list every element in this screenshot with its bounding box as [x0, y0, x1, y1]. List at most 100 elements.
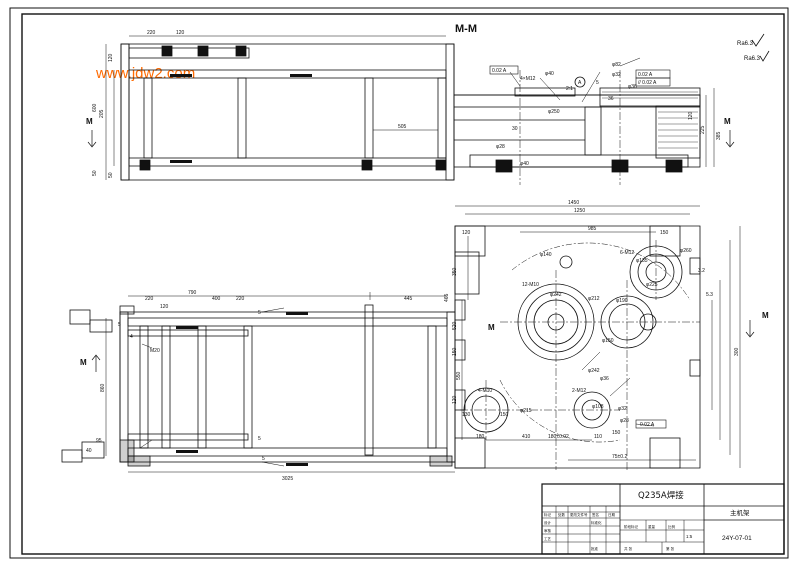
svg-text:比例: 比例 [668, 524, 676, 529]
svg-text:225: 225 [700, 125, 706, 134]
title-block [541, 483, 785, 555]
section-mark-left-plan: M M [80, 323, 495, 372]
svg-text:180: 180 [476, 434, 485, 440]
svg-text:φ108: φ108 [592, 404, 604, 410]
svg-text:重量: 重量 [648, 524, 656, 529]
svg-text:0.02 A: 0.02 A [638, 72, 653, 78]
svg-text:120: 120 [462, 230, 471, 236]
roughness-mark: Ra6.3 Ra6.3 [737, 33, 770, 62]
svg-text:φ82: φ82 [612, 62, 621, 68]
section-mark-left-top: M [86, 117, 97, 148]
svg-text:350: 350 [452, 267, 458, 276]
svg-text:5.3: 5.3 [706, 292, 713, 298]
svg-text:5: 5 [258, 310, 261, 316]
section-view-mm [105, 35, 715, 185]
svg-text:M: M [86, 117, 93, 126]
svg-text:A: A [578, 80, 582, 86]
svg-text:150: 150 [660, 230, 669, 236]
svg-text:3025: 3025 [282, 476, 293, 482]
section-view-labels: 220 120 205 505 600 50 120 120 50 225 38… [92, 30, 722, 178]
svg-text:M: M [724, 117, 731, 126]
svg-text:5: 5 [596, 80, 599, 86]
svg-text:第 张: 第 张 [666, 546, 675, 551]
section-mark-right-plan: M [745, 311, 769, 338]
svg-text:φ40: φ40 [520, 161, 529, 167]
svg-text:φ28: φ28 [496, 144, 505, 150]
svg-text:φ242: φ242 [550, 292, 562, 298]
svg-text:790: 790 [188, 290, 197, 296]
svg-text:日期: 日期 [608, 512, 616, 517]
svg-text:110: 110 [594, 434, 602, 440]
svg-text:M: M [80, 358, 87, 367]
svg-text:300: 300 [734, 347, 740, 356]
drawing-name: 主机架 [730, 508, 750, 517]
svg-text:150: 150 [612, 430, 621, 436]
svg-text:φ215: φ215 [520, 408, 532, 414]
svg-text:50: 50 [92, 170, 98, 176]
plan-view-labels: 220 120 790 400 220 445 1450 1250 985 12… [86, 200, 740, 482]
watermark: www.jdw2.com [95, 65, 195, 82]
svg-text:φ212: φ212 [588, 296, 600, 302]
svg-text:0.02 A: 0.02 A [640, 422, 655, 428]
outer-border [9, 7, 789, 559]
svg-text:φ260: φ260 [680, 248, 692, 254]
svg-text:φ150: φ150 [602, 338, 614, 344]
svg-text:M20: M20 [150, 348, 160, 354]
svg-text:550: 550 [456, 371, 462, 380]
svg-text:220: 220 [145, 296, 154, 302]
svg-text:40: 40 [86, 448, 92, 454]
svg-text:220: 220 [147, 30, 156, 36]
svg-text:Ra6.3: Ra6.3 [737, 41, 754, 47]
svg-text:12-M10: 12-M10 [522, 282, 539, 288]
svg-text:220: 220 [236, 296, 245, 302]
title-block-text: Q235A焊接 主机架 24Y-07-01 标记 处数 更改文件号 签名 日期 … [544, 490, 752, 551]
svg-text:φ225: φ225 [646, 282, 658, 288]
svg-text:φ28: φ28 [620, 418, 629, 424]
svg-text:φ40: φ40 [545, 71, 554, 77]
svg-text:φ140: φ140 [540, 252, 552, 258]
svg-text:M: M [762, 311, 769, 320]
svg-text:130: 130 [462, 412, 471, 418]
svg-text:标记: 标记 [544, 512, 552, 517]
svg-text:M: M [488, 323, 495, 332]
svg-text:505: 505 [398, 124, 407, 130]
svg-text:工艺: 工艺 [544, 536, 552, 541]
plan-view [61, 205, 741, 473]
svg-text:95: 95 [96, 438, 102, 444]
svg-text:860: 860 [100, 383, 106, 392]
svg-text:205: 205 [99, 109, 105, 118]
svg-text:180±0.02: 180±0.02 [548, 434, 569, 440]
svg-text:36: 36 [608, 96, 614, 102]
svg-text:φ190: φ190 [616, 298, 628, 304]
svg-text:30: 30 [512, 126, 518, 132]
section-mark-right-top: M [724, 117, 735, 148]
svg-text:5: 5 [118, 322, 121, 328]
svg-text:// 0.02 A: // 0.02 A [638, 80, 657, 86]
svg-text:410: 410 [522, 434, 531, 440]
svg-text:标准化: 标准化 [591, 520, 602, 525]
svg-text:5: 5 [262, 456, 265, 462]
svg-text:Ra6.3: Ra6.3 [744, 56, 761, 62]
plan-view-member-labels [170, 74, 312, 466]
svg-text:5: 5 [258, 436, 261, 442]
svg-text:6-M12: 6-M12 [620, 250, 634, 256]
svg-text:φ250: φ250 [548, 109, 560, 115]
svg-text:985: 985 [588, 226, 597, 232]
svg-text:φ36: φ36 [628, 84, 637, 90]
svg-text:75±0.2: 75±0.2 [612, 454, 627, 460]
svg-text:1450: 1450 [568, 200, 579, 206]
svg-text:4: 4 [130, 334, 133, 340]
svg-text:120: 120 [176, 30, 185, 36]
svg-text:120: 120 [452, 395, 458, 404]
svg-text:2:1: 2:1 [566, 86, 573, 92]
svg-text:设计: 设计 [544, 520, 552, 525]
svg-text:150: 150 [452, 347, 458, 356]
svg-text:445: 445 [404, 296, 413, 302]
svg-text:φ32: φ32 [618, 406, 627, 412]
svg-text:1250: 1250 [574, 208, 585, 214]
svg-text:385: 385 [716, 131, 722, 140]
svg-text:审核: 审核 [544, 528, 552, 533]
svg-text:1:5: 1:5 [686, 534, 693, 539]
svg-text:签名: 签名 [592, 512, 599, 517]
